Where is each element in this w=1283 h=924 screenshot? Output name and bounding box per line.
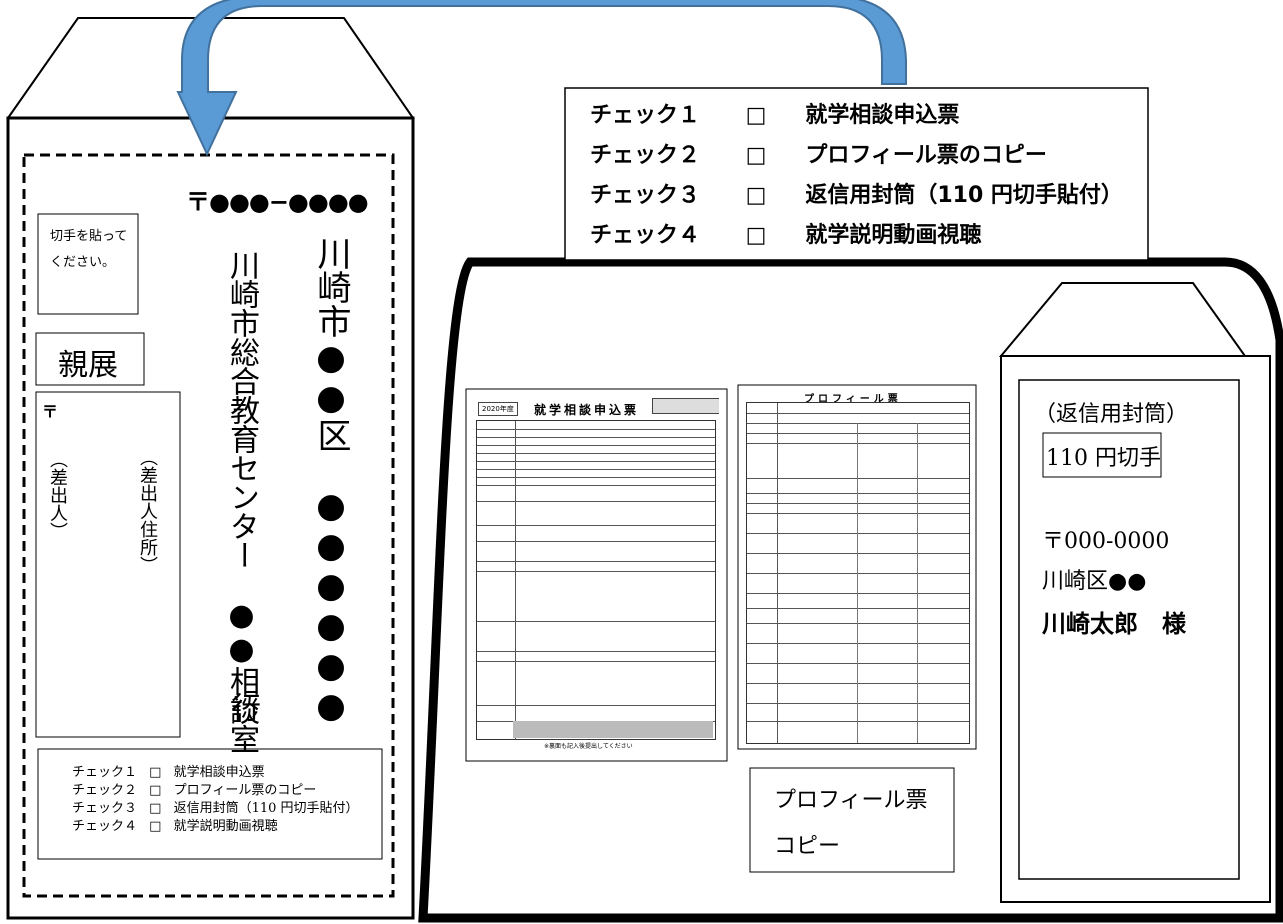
form-title: 就学相談申込票 [534,403,640,417]
check-item: 就学相談申込票 [173,765,265,780]
form-footer-note: ※裏面も記入後提出してください [544,743,633,750]
profile-form-thumbnail: プロフィール票 [744,390,972,746]
bottom-checklist: チェック１ □ 就学相談申込票 チェック２ □ プロフィール票のコピー チェック… [72,764,359,836]
return-envelope-flap [998,282,1247,357]
profile-caption-box [749,767,955,873]
return-address: 川崎区●● [1042,569,1147,594]
return-envelope-inner [1018,379,1240,880]
check-item: 就学相談申込票 [805,103,960,128]
top-check-row: チェック３ □ 返信用封筒（110 円切手貼付） [590,176,1123,216]
checkbox-icon: □ [745,183,767,208]
top-check-row: チェック２ □ プロフィール票のコピー [590,136,1123,176]
check-item: 返信用封筒（110 円切手貼付） [173,801,359,816]
form-table [476,420,716,740]
checkbox-icon: □ [745,143,767,168]
check-label: チェック４ [590,223,701,248]
bottom-check-row: チェック２ □ プロフィール票のコピー [72,782,359,800]
form-header-boxes [652,398,719,414]
top-check-row: チェック１ □ 就学相談申込票 [590,96,1123,136]
sender-address: （差出人住所） [137,448,158,574]
sender-box [35,391,181,738]
return-arrow [176,0,907,157]
check-label: チェック４ [72,819,138,834]
check-label: チェック３ [72,801,138,816]
checkbox-icon: □ [745,103,767,128]
left-postal-code: 〒●●●−●●●● [186,188,369,216]
left-envelope-body [6,116,415,920]
profile-table [746,402,970,744]
shinten-label: 親展 [58,348,118,383]
checkbox-icon: □ [149,819,162,834]
checkbox-icon: □ [149,783,162,798]
shinten-box [35,332,145,386]
bottom-check-row: チェック３ □ 返信用封筒（110 円切手貼付） [72,800,359,818]
form-year-tag: 2020年度 [478,402,518,416]
checkbox-icon: □ [149,801,162,816]
profile-title: プロフィール票 [804,394,902,405]
check-item: 就学説明動画視聴 [173,819,278,834]
application-form-sheet [465,388,728,762]
checkbox-icon: □ [149,765,162,780]
top-checklist-box [564,87,1149,261]
check-label: チェック２ [72,783,138,798]
return-envelope-title: （返信用封筒） [1034,402,1189,427]
top-checklist: チェック１ □ 就学相談申込票 チェック２ □ プロフィール票のコピー チェック… [590,96,1123,256]
top-check-row: チェック４ □ 就学説明動画視聴 [590,216,1123,256]
check-label: チェック１ [590,103,701,128]
checkbox-icon: □ [745,223,767,248]
sender-name: （差出人） [47,450,68,540]
check-label: チェック１ [72,765,138,780]
recipient-suffix: 行 [225,692,260,722]
check-item: 返信用封筒（110 円切手貼付） [805,183,1123,208]
left-address-line1: 川崎市●●区 ●●●●●● [311,236,351,726]
profile-caption-line2: コピー [774,834,841,859]
check-label: チェック３ [590,183,701,208]
return-stamp-box [1042,432,1162,478]
check-item: プロフィール票のコピー [173,783,317,798]
left-envelope-dashed-border [22,153,395,898]
bottom-check-row: チェック１ □ 就学相談申込票 [72,764,359,782]
sender-postal-mark: 〒 [42,402,59,421]
profile-caption: プロフィール票 コピー [774,778,928,870]
return-name: 川崎太郎 様 [1042,610,1186,638]
application-form-thumbnail: 2020年度 就学相談申込票 ※裏面も記入後提出してください [474,398,719,754]
stamp-box [37,213,139,315]
check-label: チェック２ [590,143,701,168]
stamp-instruction: 切手を貼ってください。 [50,229,128,270]
bottom-checklist-box [37,748,383,860]
return-envelope-stamp: 110 円切手 [1046,446,1161,471]
check-item: プロフィール票のコピー [805,143,1047,168]
left-address-line2: 川崎市総合教育センター ●●相談室 [224,250,259,753]
check-item: 就学説明動画視聴 [805,223,982,248]
bottom-check-row: チェック４ □ 就学説明動画視聴 [72,818,359,836]
profile-caption-line1: プロフィール票 [774,788,928,813]
return-postal-code: 〒000-0000 [1042,529,1170,554]
